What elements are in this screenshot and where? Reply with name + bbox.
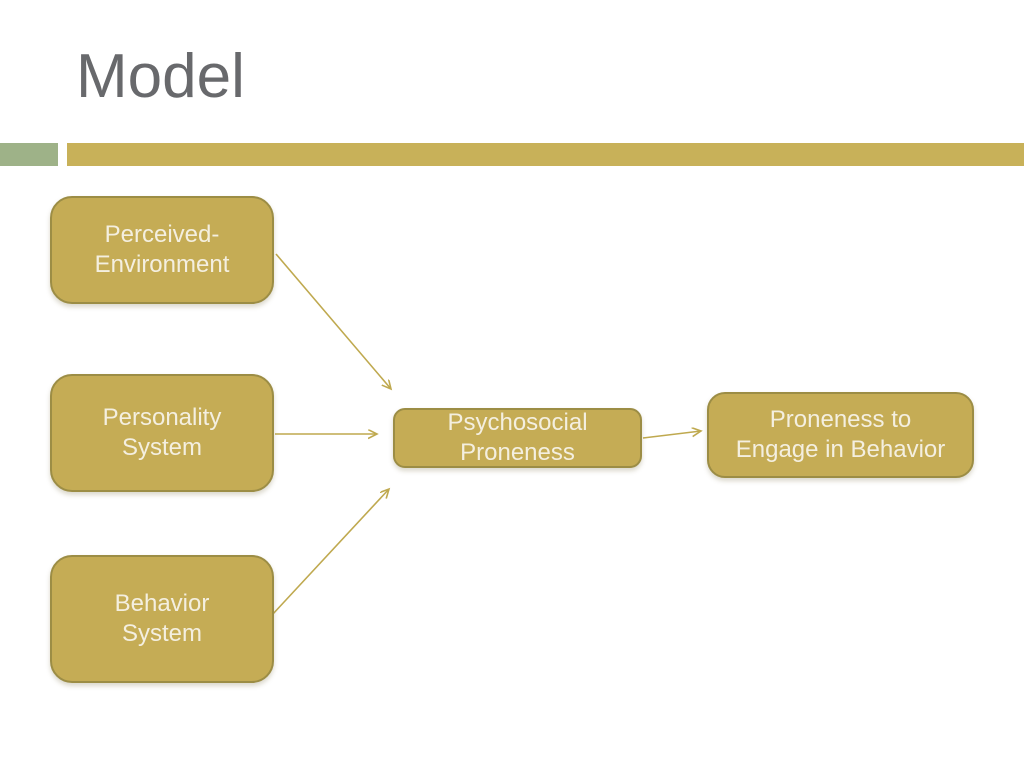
node-label-line: System: [121, 434, 202, 461]
arrow-psychosocial-to-proneness: [642, 431, 701, 439]
node-personality-system: Personality System: [50, 374, 274, 492]
node-proneness-to-engage: Proneness to Engage in Behavior: [707, 392, 974, 478]
node-label-line: Proneness: [460, 439, 575, 466]
node-label-line: Engage in Behavior: [735, 436, 946, 463]
node-label-line: Environment: [94, 251, 230, 278]
node-label-line: Psychosocial: [447, 409, 588, 436]
node-label-line: Behavior: [114, 590, 210, 617]
node-label-line: System: [121, 620, 202, 647]
node-psychosocial-proneness: Psychosocial Proneness: [393, 408, 642, 468]
node-label-line: Personality: [102, 404, 222, 431]
arrow-behavior-to-psychosocial: [271, 489, 389, 616]
accent-bar-green-segment: [0, 143, 58, 166]
accent-bar-gold-segment: [67, 143, 1024, 166]
arrow-perceived-to-psychosocial: [275, 253, 391, 389]
slide-title: Model: [76, 42, 245, 111]
node-label-line: Proneness to: [769, 406, 912, 433]
node-label-line: Perceived-: [104, 221, 220, 248]
node-behavior-system: Behavior System: [50, 555, 274, 683]
node-perceived-environment: Perceived- Environment: [50, 196, 274, 304]
